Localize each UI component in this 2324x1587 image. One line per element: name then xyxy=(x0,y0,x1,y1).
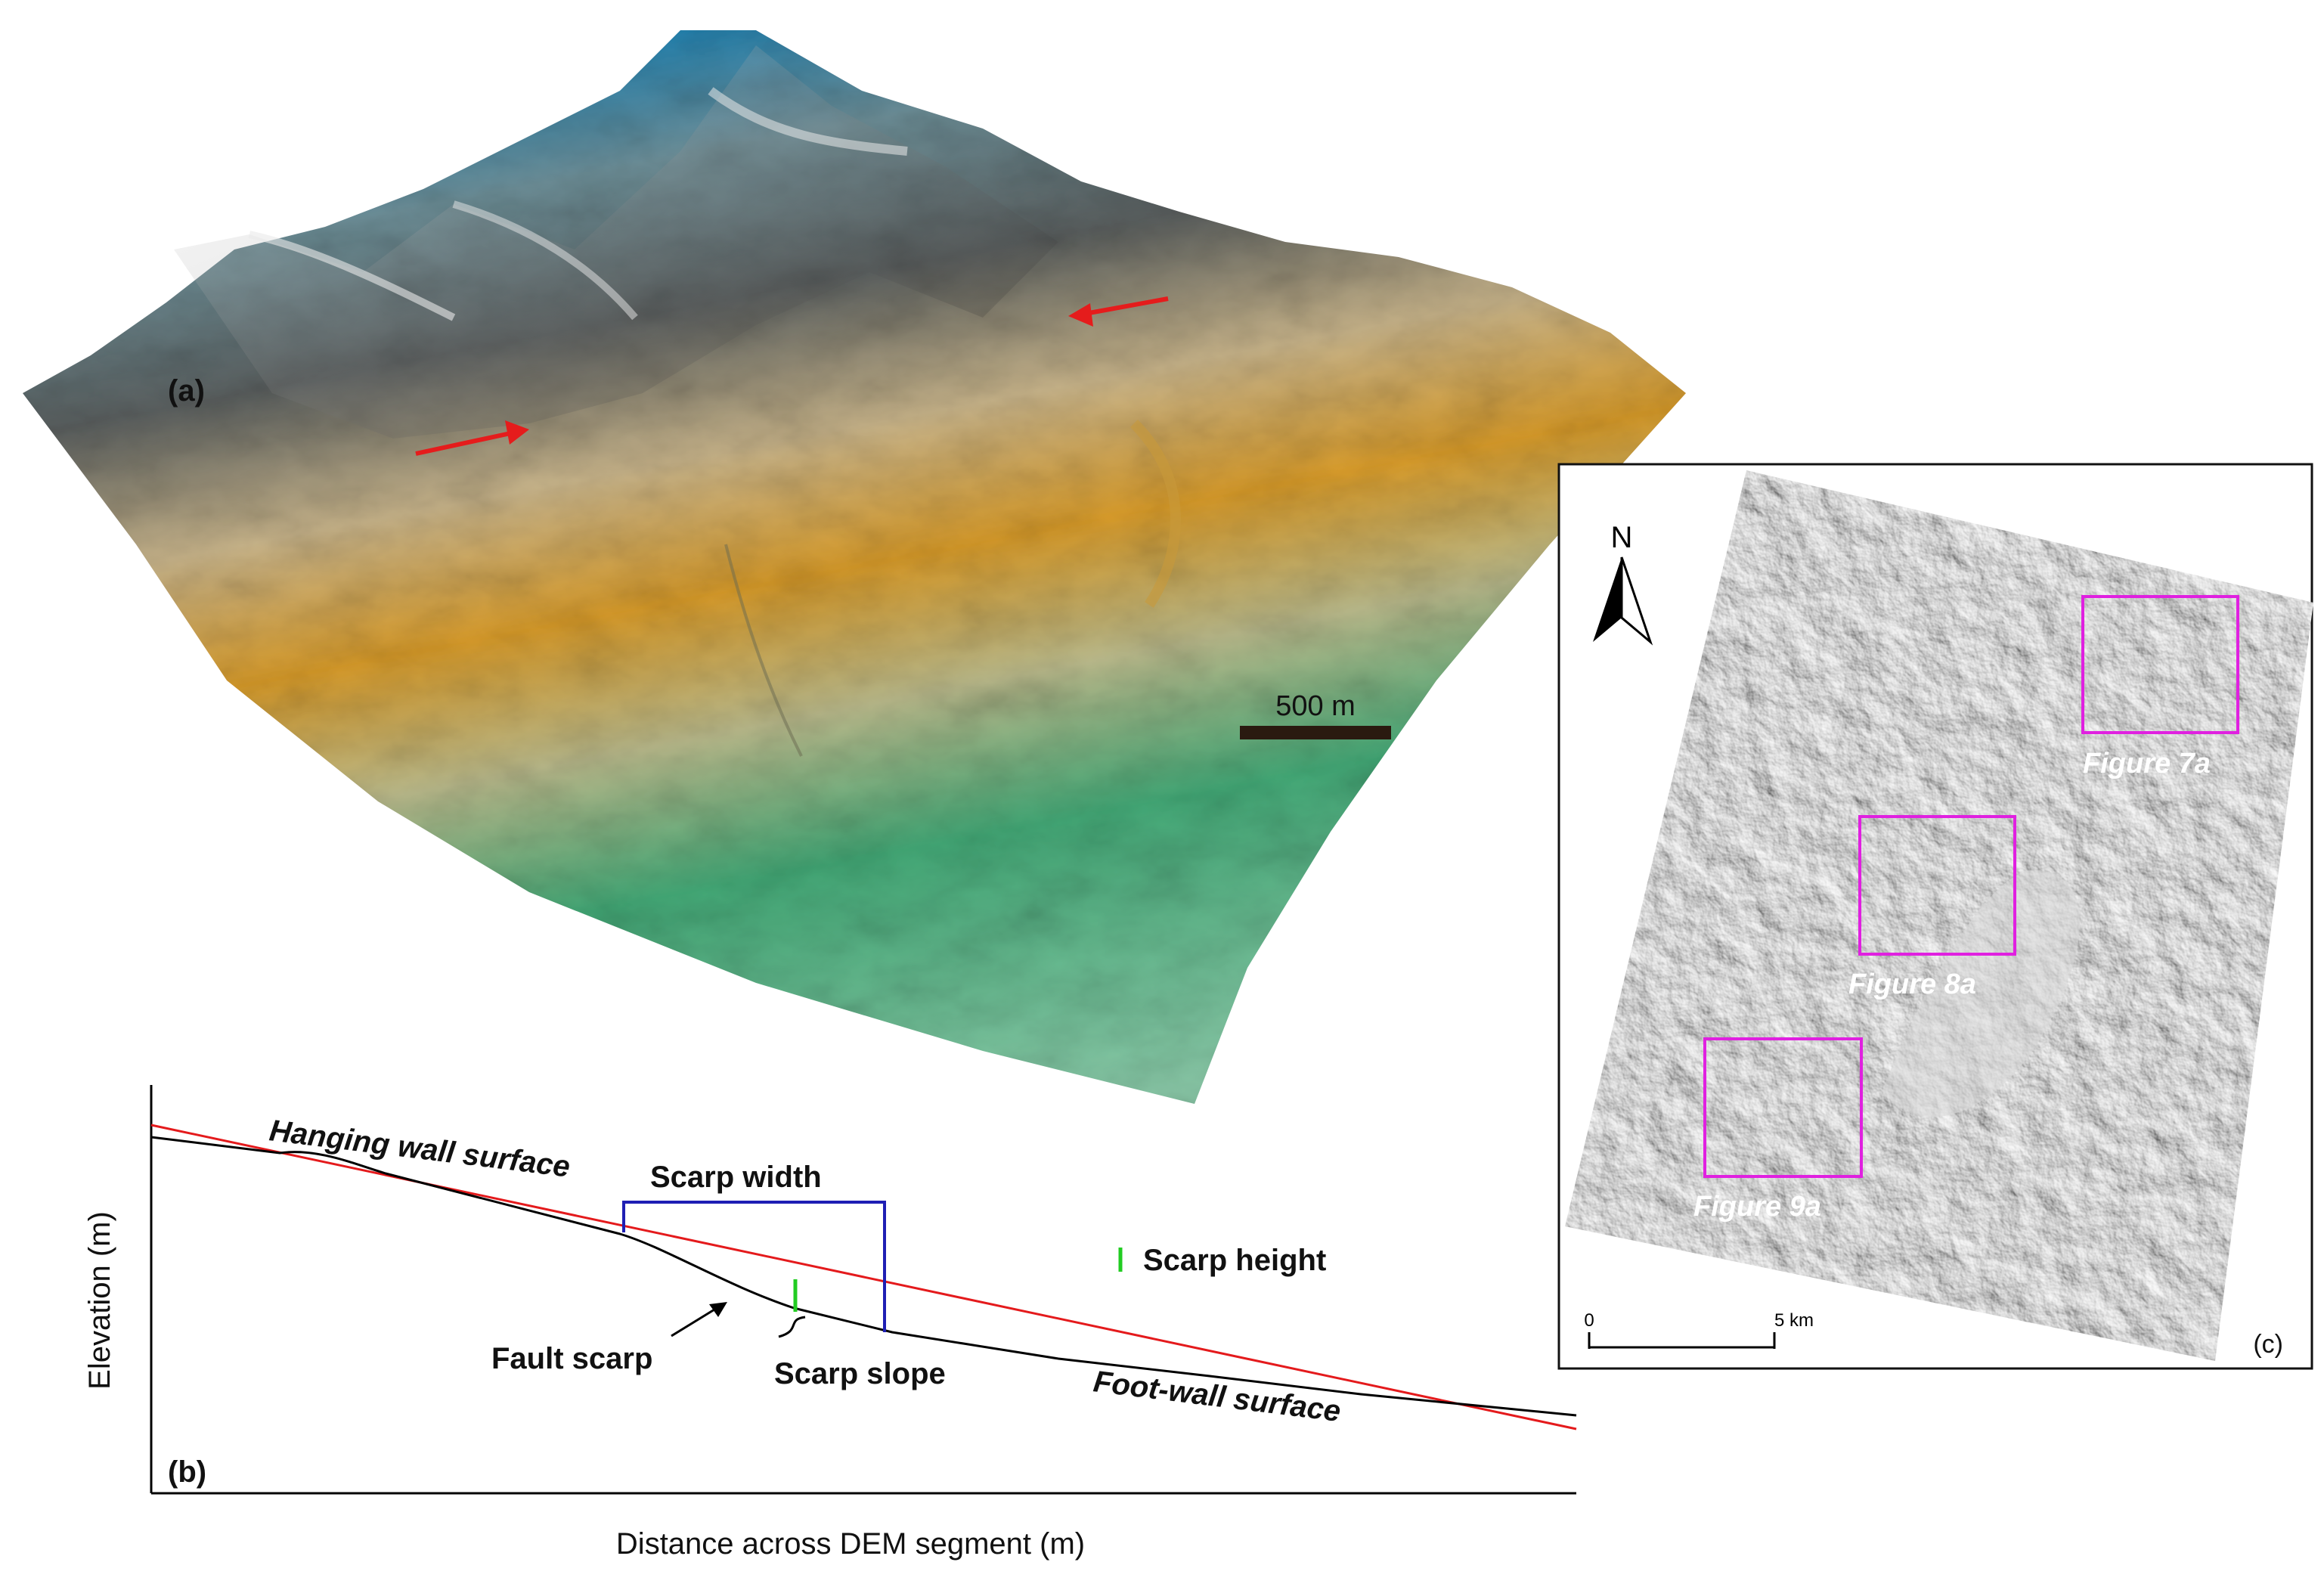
scarp-slope-label: Scarp slope xyxy=(774,1357,946,1390)
hanging-wall-label: Hanging wall surface xyxy=(268,1114,572,1183)
valley-floor xyxy=(1882,870,2080,1117)
scarp-height-label: Scarp height xyxy=(1143,1244,1326,1277)
panel-a-label: (a) xyxy=(168,374,205,408)
index-box-figure-8a[interactable] xyxy=(1858,815,2016,956)
north-label: N xyxy=(1611,521,1633,554)
hillshade-raster xyxy=(1565,470,2313,1361)
fault-scarp-arrow xyxy=(671,1302,727,1337)
red-arrow-right xyxy=(1068,296,1169,327)
y-axis-label: Elevation (m) xyxy=(83,1211,116,1390)
scarp-width-bracket xyxy=(622,1201,886,1332)
panel-c-scale-bar: 0 5 km xyxy=(1584,1310,1814,1349)
north-arrow-icon: N xyxy=(1593,521,1653,646)
panel-c-hillshade-map: Figure 7a Figure 8a Figure 9a N 0 5 km (… xyxy=(1557,463,2313,1370)
fault-scarp-label: Fault scarp xyxy=(491,1342,652,1375)
scarp-width-label: Scarp width xyxy=(650,1161,822,1194)
panel-c-label: (c) xyxy=(2253,1330,2283,1359)
index-label-figure-8a: Figure 8a xyxy=(1848,969,1976,1000)
panel-b-profile-diagram: Hanging wall surface Scarp width Scarp h… xyxy=(83,1085,1577,1561)
red-arrow-left xyxy=(415,420,529,456)
panel-a-dem-3d: (a) 500 m xyxy=(23,30,1686,1104)
foot-wall-label: Foot-wall surface xyxy=(1092,1365,1343,1428)
panel-b-label: (b) xyxy=(168,1455,206,1489)
scarp-slope-arrow xyxy=(778,1316,806,1338)
index-label-figure-9a: Figure 9a xyxy=(1693,1191,1821,1223)
fit-line xyxy=(150,1124,1577,1430)
x-axis-label: Distance across DEM segment (m) xyxy=(616,1527,1085,1561)
scale-end-label: 5 km xyxy=(1774,1310,1814,1331)
scale-bar-label: 500 m xyxy=(1275,690,1356,722)
index-label-figure-7a: Figure 7a xyxy=(2083,748,2211,780)
elevation-profile xyxy=(150,1136,1577,1417)
scale-start-label: 0 xyxy=(1584,1310,1594,1331)
index-box-figure-7a[interactable] xyxy=(2081,595,2239,734)
index-box-figure-9a[interactable] xyxy=(1703,1037,1863,1178)
panel-a-scale-bar: 500 m xyxy=(1240,690,1391,739)
